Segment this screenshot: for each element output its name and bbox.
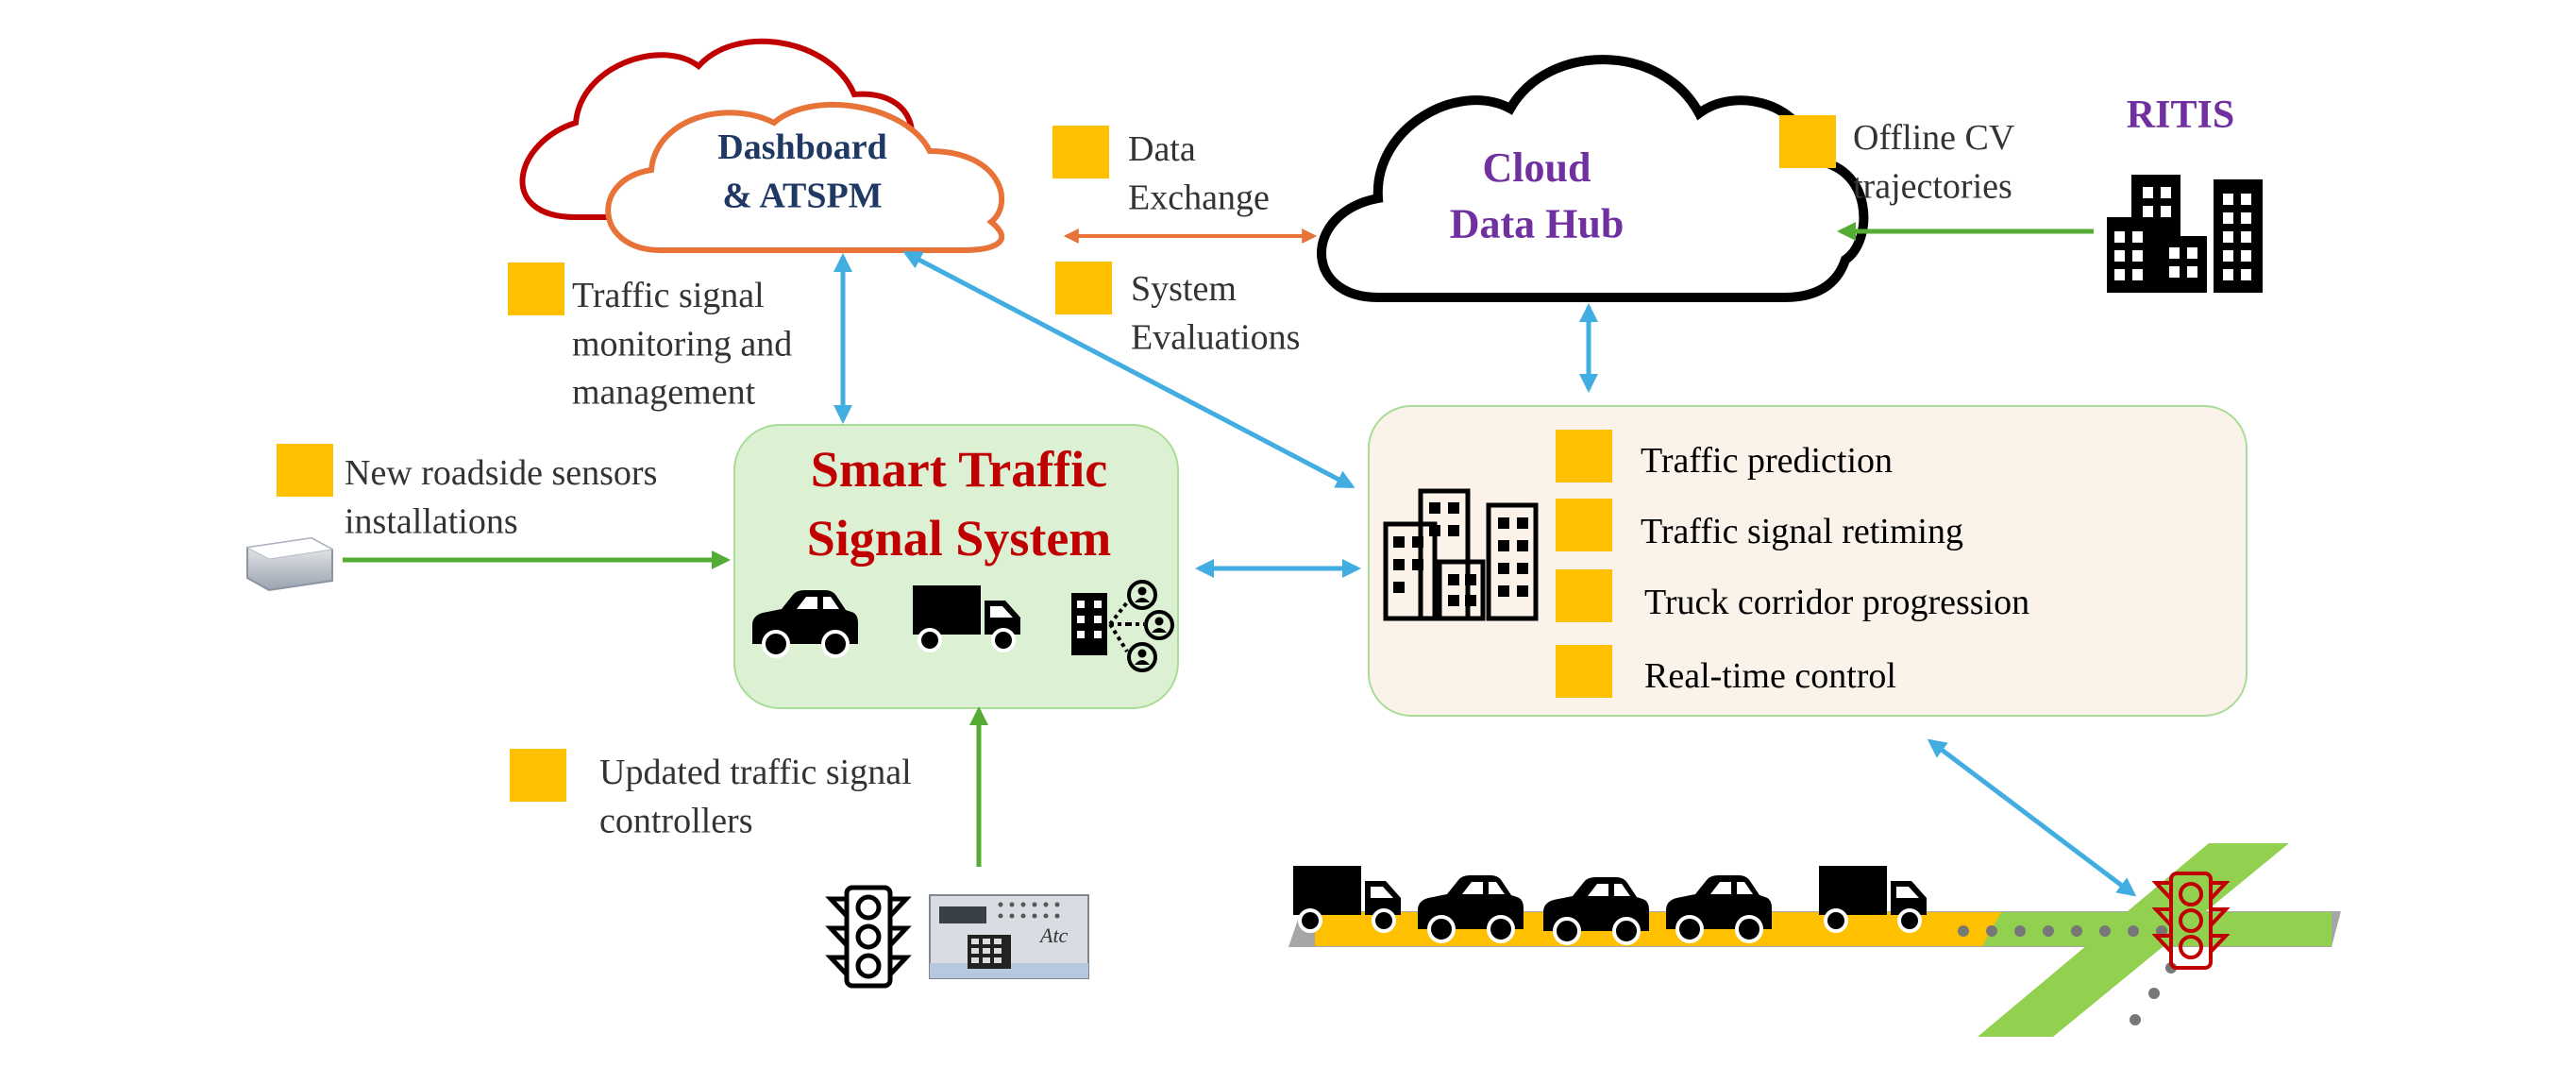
arrows: [343, 222, 2137, 897]
dashboard-cloud-label: Dashboard& ATSPM: [717, 127, 887, 215]
marker-truck-corridor-progression: [1556, 569, 1612, 622]
marker-real-time-control: [1556, 645, 1612, 698]
roadside-sensor-icon: [245, 536, 334, 592]
app-truck-corridor-progression: Truck corridor progression: [1644, 583, 2029, 622]
signal-controller-cabinet-icon: Atc: [929, 894, 1089, 979]
marker-system-evaluations: [1055, 262, 1112, 314]
app-traffic-prediction: Traffic prediction: [1641, 441, 1893, 481]
marker-offline-cv: [1779, 115, 1836, 168]
applications-panel: [1368, 405, 2248, 717]
controller-brand-label: Atc: [1038, 923, 1069, 947]
marker-traffic-prediction: [1556, 430, 1612, 483]
ritis-title: RITIS: [2127, 93, 2234, 137]
marker-data-exchange: [1052, 126, 1109, 178]
dashboard-cloud: Dashboard& ATSPM: [519, 38, 1005, 253]
ritis-buildings-icon: [2107, 175, 2263, 293]
city-buildings-icon: [1383, 488, 1539, 621]
marker-monitoring: [508, 263, 564, 315]
marker-traffic-signal-retiming: [1556, 499, 1612, 551]
arrow-dashboard-applications: [902, 250, 1355, 489]
arrow-applications-road: [1927, 738, 2137, 897]
building-network-icon: [1071, 580, 1174, 672]
marker-controllers: [510, 749, 566, 802]
app-real-time-control: Real-time control: [1644, 656, 1896, 696]
marker-sensors: [277, 444, 333, 497]
road-traffic-light-icon: [2151, 872, 2231, 970]
traffic-light-icon: [831, 888, 906, 986]
app-traffic-signal-retiming: Traffic signal retiming: [1641, 512, 1963, 551]
